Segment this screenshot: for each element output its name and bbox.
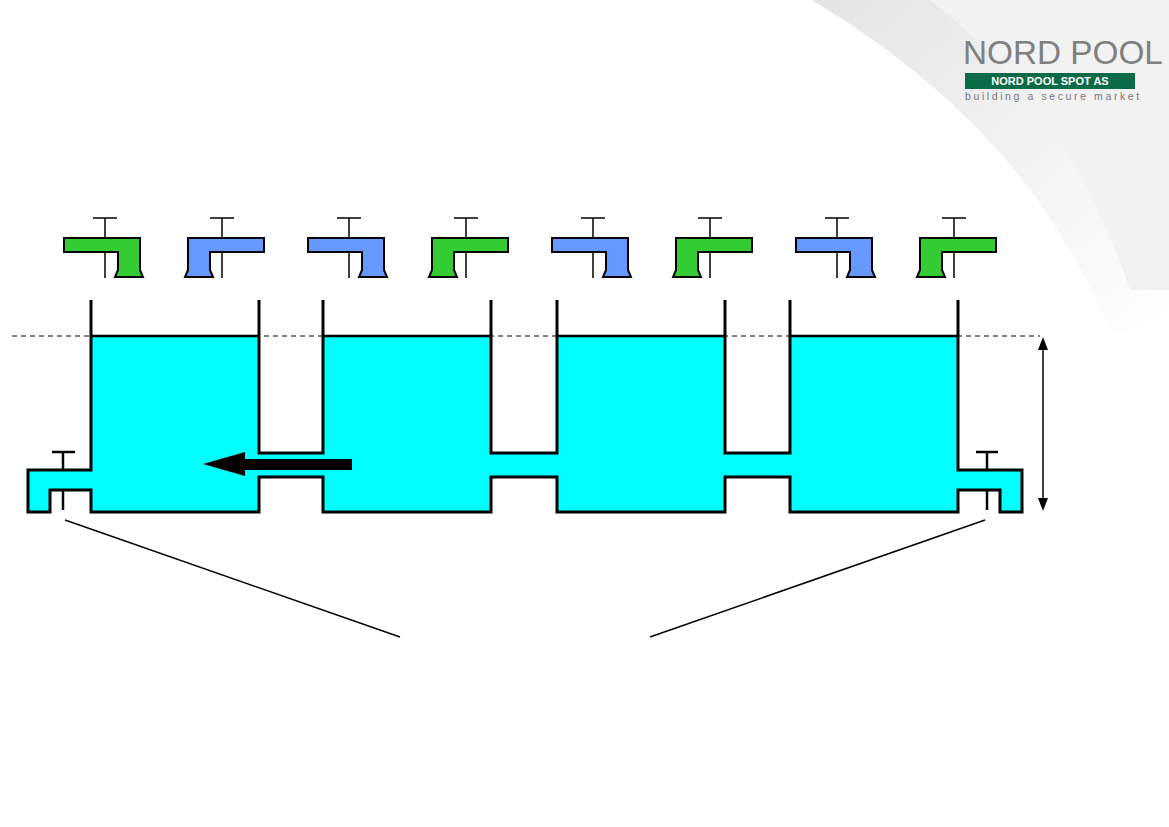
tap	[348, 252, 350, 278]
logo-tagline: building a secure market	[965, 91, 1142, 102]
tank-walls	[28, 300, 1022, 512]
tap	[825, 217, 849, 219]
leader-line	[65, 520, 985, 637]
tap	[210, 217, 234, 219]
tap	[64, 238, 143, 277]
tap	[592, 252, 594, 278]
tap	[429, 238, 508, 277]
tap	[552, 238, 631, 277]
tap	[64, 238, 143, 277]
tap	[93, 217, 117, 219]
height-dimension	[1038, 337, 1048, 511]
tap	[836, 218, 838, 238]
water	[28, 336, 1022, 512]
tap	[673, 238, 752, 277]
tap	[581, 217, 605, 219]
tap	[104, 252, 106, 278]
tap	[337, 217, 361, 219]
tap	[221, 218, 223, 238]
tap	[698, 217, 722, 219]
tap	[348, 218, 350, 238]
tap	[454, 217, 478, 219]
background-swoosh	[812, 0, 1169, 330]
outlet-valve	[52, 452, 998, 510]
tap	[917, 238, 996, 277]
tap	[953, 252, 955, 278]
tap	[709, 252, 711, 278]
tap	[796, 238, 875, 277]
tap	[953, 218, 955, 238]
tap	[104, 218, 106, 238]
flow-arrow	[203, 452, 352, 476]
tap	[185, 238, 264, 277]
tap	[942, 217, 966, 219]
tap	[308, 238, 387, 277]
band-text: NORD POOL SPOT AS	[991, 76, 1108, 87]
tap	[673, 238, 752, 277]
tap	[592, 218, 594, 238]
tap	[552, 238, 631, 277]
tap	[796, 238, 875, 277]
logo-band: NORD POOL SPOT AS	[965, 73, 1135, 89]
tap	[709, 218, 711, 238]
taps	[64, 218, 996, 278]
tap	[185, 238, 264, 277]
tap	[465, 218, 467, 238]
tap	[465, 252, 467, 278]
tap	[308, 238, 387, 277]
logo-wordmark: NORD POOL	[963, 36, 1163, 69]
tap	[836, 252, 838, 278]
tap	[221, 252, 223, 278]
tap	[429, 238, 508, 277]
tap	[917, 238, 996, 277]
level-line	[12, 336, 1040, 337]
